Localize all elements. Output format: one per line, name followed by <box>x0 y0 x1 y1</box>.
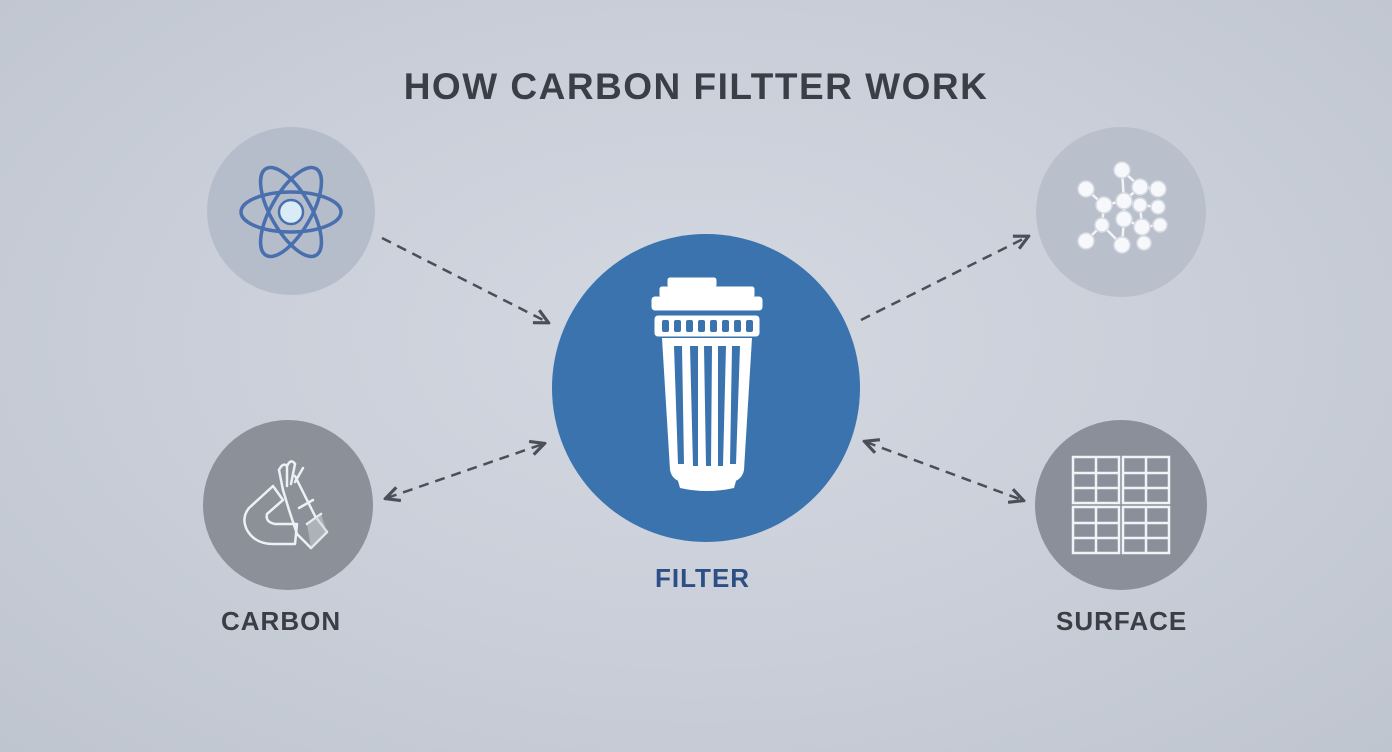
surface-node <box>1035 420 1207 590</box>
arrow-filter-to-molecule <box>860 237 1027 322</box>
arrow-filter-surface <box>866 442 1022 500</box>
carbon-node <box>203 420 373 590</box>
filter-node <box>552 234 860 542</box>
carbon-label: CARBON <box>221 606 342 636</box>
molecule-node <box>1036 127 1206 297</box>
molecule-network-icon <box>1077 161 1168 254</box>
filter-cartridge-icon <box>651 277 763 491</box>
page-title: HOW CARBON FILTTER WORK <box>403 66 989 107</box>
atom-icon <box>239 165 343 259</box>
surface-label: SURFACE <box>1056 606 1188 636</box>
carbon-hands-icon <box>243 460 329 550</box>
arrow-atom-to-filter <box>381 236 547 322</box>
atom-node <box>207 127 375 295</box>
surface-grid-icon <box>1071 455 1171 555</box>
arrow-carbon-filter <box>387 444 543 498</box>
filter-label: FILTER <box>655 563 751 593</box>
